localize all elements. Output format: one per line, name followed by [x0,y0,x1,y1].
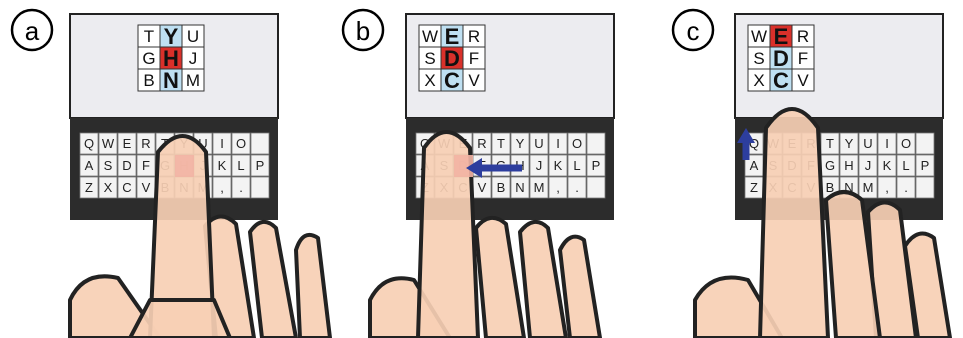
keyboard-key-label: P [592,158,601,173]
keyboard-key[interactable] [916,133,934,154]
keyboard-key[interactable] [251,177,269,198]
keyboard-key-label: O [236,136,246,151]
keyboard-key-label: M [863,180,874,195]
magnifier-letter: X [753,71,764,90]
keyboard-key-label: D [122,158,131,173]
keyboard-key-label: H [844,158,853,173]
keyboard-key-label: L [237,158,244,173]
keyboard-key-label: V [142,180,151,195]
keyboard-key-label: L [902,158,909,173]
panel-label: c [673,10,713,50]
finger [520,222,566,338]
keyboard-key-label: U [534,136,543,151]
magnifier-letter: C [444,68,460,93]
keyboard-key-label: , [220,180,224,195]
finger [760,109,828,338]
magnifier-letter: U [187,27,199,46]
keyboard-key-label: Q [84,136,94,151]
keyboard-key-label: K [554,158,563,173]
magnifier-letter: G [142,49,155,68]
keyboard-key-label: C [122,180,131,195]
keyboard-key-label: A [750,158,759,173]
keyboard-key-label: N [515,180,524,195]
keyboard-key-label: , [885,180,889,195]
finger [130,300,230,338]
keyboard-key-label: Z [750,180,758,195]
keyboard-key-label: J [536,158,543,173]
magnifier-letter: V [468,71,480,90]
touched-key [175,155,194,177]
keyboard-key-label: J [865,158,872,173]
panel-label: b [343,10,383,50]
magnifier-letter: S [753,49,764,68]
keyboard-key-label: P [256,158,265,173]
panel-label: a [12,10,52,50]
keyboard-key-label: O [901,136,911,151]
magnifier-letter: F [798,49,808,68]
panel-c: c WERSDFXCV QWERTYUIOASDFGHJKLPZXCVBNM,. [673,10,950,338]
keyboard-key-label: . [575,180,579,195]
keyboard-key-label: I [556,136,560,151]
magnifier-letter: S [424,49,435,68]
magnifier-letter: J [189,49,198,68]
keyboard-key-label: I [220,136,224,151]
keyboard-key-label: T [826,136,834,151]
keyboard-key-label: Y [516,136,525,151]
keyboard-key-label: P [921,158,930,173]
magnifier: TYUGHJBNM [138,24,204,93]
magnifier: WERSDFXCV [748,24,814,93]
keyboard-key-label: A [85,158,94,173]
keyboard-key-label: R [141,136,150,151]
panel-label-text: b [356,16,370,46]
keyboard-key-label: G [825,158,835,173]
keyboard-key-label: , [556,180,560,195]
magnifier-letter: C [773,68,789,93]
keyboard-key-label: V [478,180,487,195]
keyboard-key-label: . [904,180,908,195]
magnifier-letter: R [797,27,809,46]
finger [296,235,330,338]
keyboard-key-label: I [885,136,889,151]
keyboard-key[interactable] [251,133,269,154]
keyboard-key-label: E [123,136,132,151]
keyboard-key-label: Y [845,136,854,151]
magnifier-letter: W [751,27,767,46]
magnifier-letter: B [143,71,154,90]
keyboard-key-label: . [239,180,243,195]
keyboard-key-label: R [477,136,486,151]
keyboard-key[interactable] [916,177,934,198]
keyboard-key-label: O [572,136,582,151]
keyboard-key-label: T [497,136,505,151]
keyboard-key-label: M [534,180,545,195]
keyboard-key-label: K [218,158,227,173]
magnifier-letter: T [144,27,154,46]
keyboard-key[interactable] [587,133,605,154]
magnifier-letter: W [422,27,438,46]
magnifier-letter: F [469,49,479,68]
keyboard-key-label: X [104,180,113,195]
finger [250,222,296,338]
keyboard-key-label: K [883,158,892,173]
keyboard-key-label: U [863,136,872,151]
magnifier: WERSDFXCV [419,24,485,93]
keyboard-key-label: B [497,180,506,195]
magnifier-letter: X [424,71,435,90]
finger [560,237,600,338]
magnifier-letter: N [163,68,179,93]
keyboard-key-label: Z [85,180,93,195]
keyboard-key-label: F [142,158,150,173]
keyboard-key[interactable] [587,177,605,198]
magnifier-letter: R [468,27,480,46]
panel-label-text: a [25,16,40,46]
panel-label-text: c [687,16,700,46]
keyboard-key-label: S [104,158,113,173]
magnifier-letter: M [186,71,200,90]
keyboard-key-label: L [573,158,580,173]
finger [476,218,524,338]
magnifier-letter: V [797,71,809,90]
keyboard-key-label: W [102,136,115,151]
